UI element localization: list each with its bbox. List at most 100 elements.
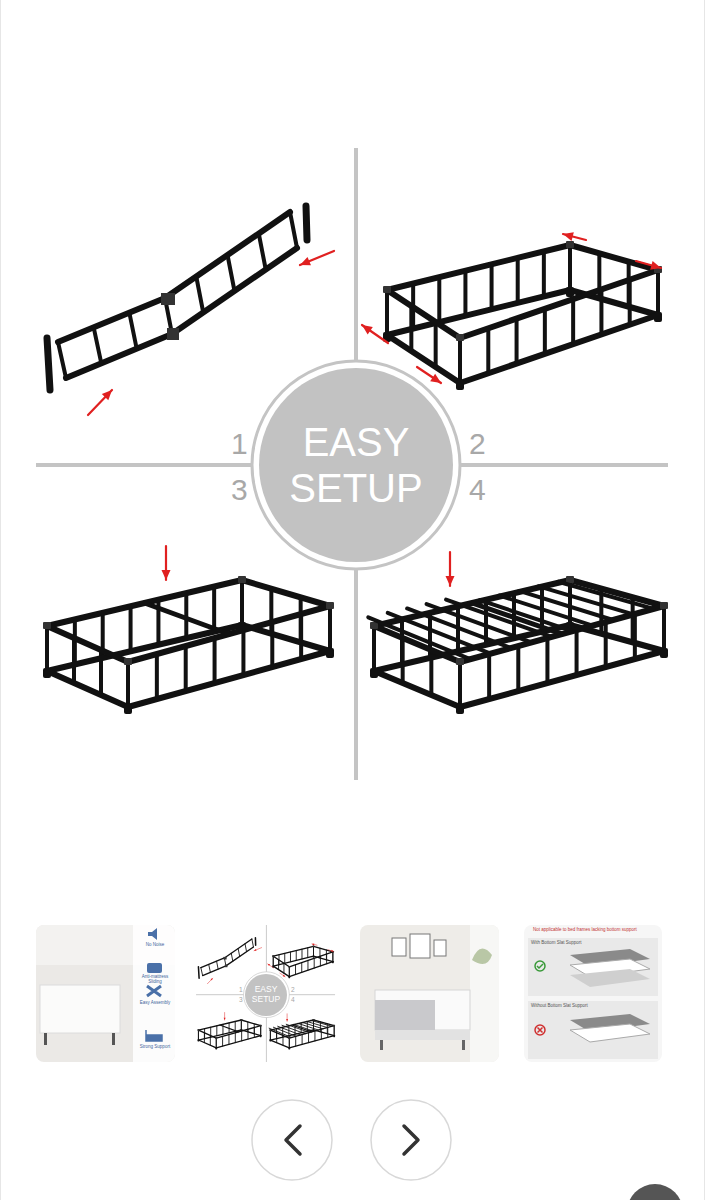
- frame-post: [126, 662, 130, 707]
- frame-post: [270, 622, 274, 667]
- frame-foot: [660, 648, 668, 658]
- frame-corner: [288, 1037, 290, 1039]
- red-arrow: [362, 325, 388, 343]
- frame-post: [216, 1038, 217, 1048]
- frame-corner: [383, 286, 391, 293]
- red-arrow: [88, 390, 112, 415]
- frame-post: [201, 968, 203, 976]
- frame-rail: [47, 671, 128, 707]
- frame-rail: [387, 290, 460, 338]
- thumbnail-text: Easy Assembly: [136, 1001, 174, 1006]
- frame-post: [458, 662, 462, 707]
- circle-ring: [244, 972, 290, 1018]
- frame-rail: [224, 939, 252, 958]
- frame-corner: [240, 1019, 242, 1021]
- hinge: [167, 328, 179, 340]
- red-arrow-head: [362, 325, 373, 334]
- frame-corner: [313, 945, 315, 947]
- frame-post: [241, 1020, 242, 1030]
- red-arrow-head: [331, 950, 333, 952]
- frame-corner: [238, 576, 246, 583]
- frame-post: [235, 1021, 236, 1031]
- blanket: [375, 1000, 435, 1030]
- end-piece: [47, 338, 50, 390]
- red-arrow-head: [300, 257, 311, 265]
- thumbnail-text: Not applicable to bed frames lacking bot…: [533, 928, 659, 933]
- frame-rail: [314, 1020, 335, 1026]
- frame-post: [332, 952, 333, 962]
- frame-post: [545, 638, 549, 683]
- frame-post: [458, 662, 462, 707]
- frame-post: [94, 327, 102, 363]
- frame-post: [238, 949, 240, 957]
- red-arrow-head: [430, 374, 441, 383]
- frame-post: [198, 1030, 199, 1040]
- thumb-ground: [360, 925, 499, 1062]
- frame-post: [184, 646, 188, 691]
- mini-illustration: [196, 925, 335, 1062]
- frame-foot: [370, 668, 378, 678]
- slat: [558, 582, 653, 609]
- frame-rail: [273, 946, 313, 956]
- frame-post: [290, 212, 297, 248]
- frame-post: [126, 662, 130, 707]
- end-piece: [306, 206, 307, 240]
- frame-post: [543, 309, 547, 354]
- frame-corner: [215, 1037, 217, 1039]
- setup-illustration: [196, 925, 335, 1062]
- frame-post: [334, 1026, 335, 1036]
- frame-foot: [215, 1047, 217, 1049]
- frame-rail: [387, 335, 460, 383]
- frame-rail: [216, 1036, 260, 1048]
- hinge: [224, 957, 227, 960]
- frame-corner: [260, 1025, 262, 1027]
- frame-rail: [270, 1030, 289, 1038]
- red-arrow: [224, 1013, 225, 1020]
- frame-post: [198, 1030, 199, 1040]
- frame-post: [245, 944, 247, 952]
- frame-post: [289, 1038, 290, 1048]
- frame-post: [401, 638, 405, 683]
- frame-post: [372, 626, 376, 671]
- nav-button: [371, 1100, 451, 1180]
- thumbnail-text: With Bottom Slat Support: [531, 941, 651, 946]
- frame-post: [302, 1035, 303, 1045]
- red-arrow-head: [224, 1018, 226, 1020]
- center-bar: [145, 603, 230, 634]
- frame-rail: [58, 298, 165, 342]
- step-number: 1: [239, 986, 243, 993]
- red-arrow: [207, 978, 212, 984]
- circle-ring: [252, 361, 460, 569]
- red-arrow: [328, 950, 334, 952]
- frame-corner: [326, 602, 334, 609]
- step-number: 3: [231, 473, 248, 506]
- red-arrow: [300, 251, 334, 265]
- bed-mattress: [375, 990, 470, 1030]
- frame-rail: [570, 245, 658, 270]
- frame-post: [458, 338, 462, 383]
- step-number: 2: [291, 986, 295, 993]
- center-bar: [220, 1025, 239, 1032]
- frame-post: [515, 319, 519, 364]
- frame-post: [434, 322, 438, 367]
- check-icon: [535, 961, 545, 971]
- frame-post: [45, 626, 49, 671]
- frame-corner: [456, 334, 464, 341]
- cross-icon: [535, 1025, 545, 1035]
- step-number: 4: [469, 473, 486, 506]
- frame-post: [301, 949, 302, 959]
- frame-post: [385, 290, 389, 335]
- step-number: 4: [291, 996, 295, 1003]
- end-piece: [198, 967, 200, 978]
- plant: [472, 949, 492, 964]
- frame-post: [334, 1026, 335, 1036]
- frame-post: [307, 960, 308, 970]
- tools-icon: [147, 986, 161, 996]
- frame-post: [385, 290, 389, 335]
- frame-post: [290, 952, 291, 962]
- frame-post: [299, 614, 303, 659]
- frame-post: [458, 338, 462, 383]
- red-arrow: [417, 367, 441, 383]
- frame-corner: [313, 1019, 315, 1021]
